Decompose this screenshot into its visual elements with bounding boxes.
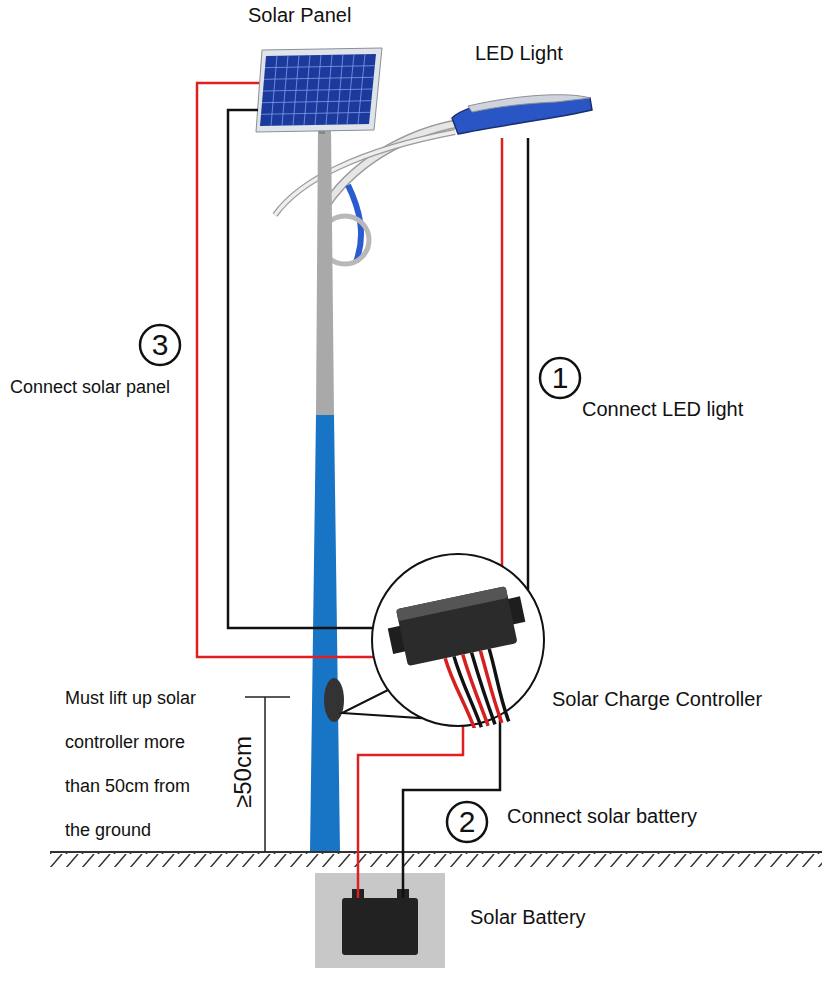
controller-cable — [445, 655, 474, 728]
black-wire — [527, 138, 530, 590]
lamp-arm — [275, 132, 455, 215]
red-wire — [197, 83, 374, 657]
dimension-line — [264, 697, 266, 852]
ground-line — [50, 851, 822, 853]
wire-pair — [502, 138, 528, 590]
wire-note: Connect LED light — [582, 398, 743, 421]
solar-panel: Solar Panel — [255, 48, 385, 132]
pole-base — [310, 415, 340, 852]
pole-top — [316, 126, 334, 415]
dimension-text: ≥50cm — [229, 736, 257, 808]
node-label: LED Light — [475, 42, 563, 65]
controller-top — [396, 586, 508, 621]
callout-ring — [540, 358, 580, 398]
red-wire — [501, 138, 504, 566]
callout-number: 3 — [140, 326, 180, 364]
dimension-tick — [245, 696, 290, 698]
callout-number: 2 — [447, 803, 487, 841]
lamp-arm — [275, 132, 455, 215]
wire-pair — [197, 83, 374, 657]
wire-pair — [358, 715, 500, 898]
ground-hatch — [50, 852, 822, 867]
callout-number: 1 — [540, 359, 580, 397]
black-wire — [228, 110, 373, 628]
solar-panel-frame — [256, 48, 382, 132]
solar-panel-grid — [261, 54, 375, 126]
wire-note: Connect solar battery — [507, 805, 697, 828]
callout-ring — [140, 325, 180, 365]
install-note: Must lift up solar controller more than … — [65, 676, 210, 852]
node-label: Solar Battery — [470, 906, 586, 929]
node-label: Solar Panel — [248, 4, 351, 27]
callout-circle — [370, 552, 546, 728]
battery-pit — [315, 873, 445, 968]
led-light: LED Light — [448, 93, 593, 138]
black-wire — [403, 715, 500, 898]
solar-battery: Solar Battery — [342, 898, 418, 955]
controller-cable — [489, 648, 509, 722]
charge-controller: Solar Charge Controller — [370, 552, 546, 728]
controller-device — [384, 584, 545, 728]
controller-body — [396, 586, 518, 666]
red-wire — [358, 726, 463, 898]
callout-outline — [372, 554, 544, 726]
controller-mount — [324, 678, 344, 722]
wire-note: Connect solar panel — [10, 377, 170, 398]
callout-ring — [447, 802, 487, 842]
led-lamp-cap — [468, 95, 590, 112]
node-label: Solar Charge Controller — [552, 688, 762, 711]
solar-panel-cells — [260, 54, 376, 126]
